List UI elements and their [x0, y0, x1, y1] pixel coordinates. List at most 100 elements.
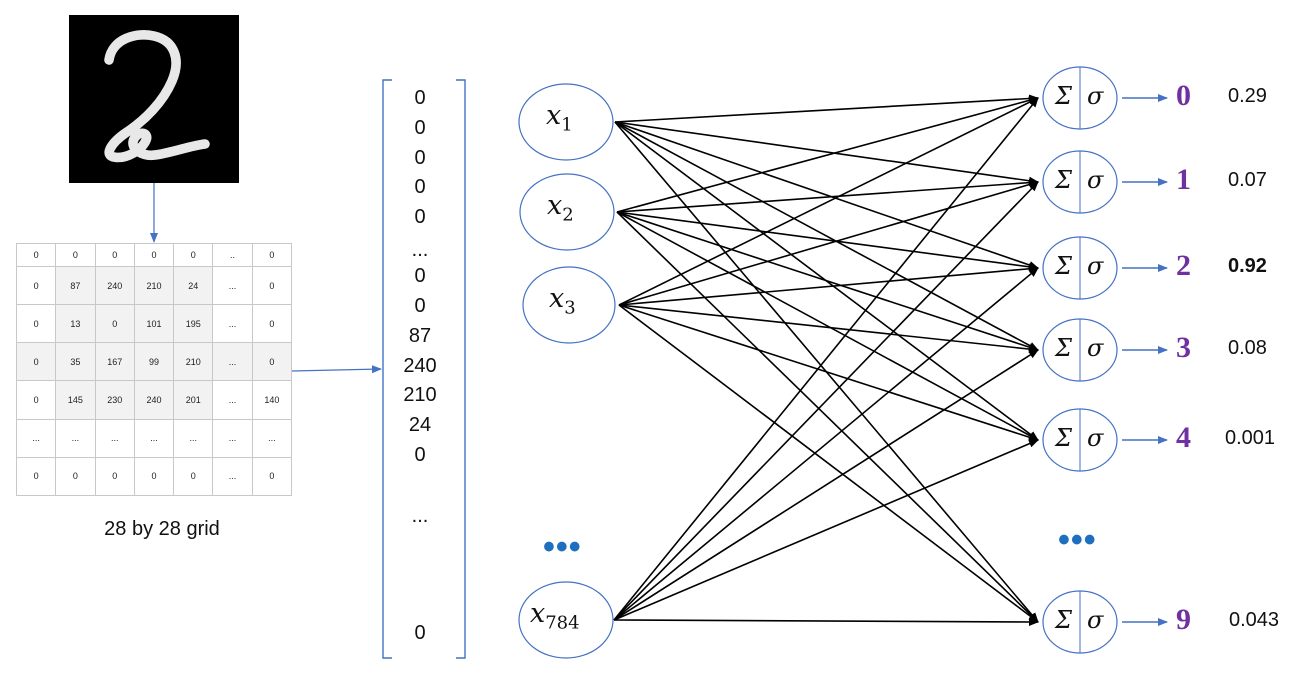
vector-entry: 0	[414, 147, 426, 169]
weight-edge	[616, 211, 1039, 441]
summation-symbol: Σ	[1055, 252, 1072, 280]
vector-entry: 0	[414, 206, 426, 228]
grid-cell: 13	[55, 304, 96, 344]
vector-entry: ...	[411, 239, 429, 261]
input-neuron	[518, 83, 614, 161]
input-neuron	[519, 173, 615, 251]
grid-cell: ...	[212, 418, 253, 458]
input-variable: x	[530, 598, 546, 629]
class-label: 0	[1176, 79, 1191, 112]
grid-cell: 195	[173, 304, 214, 344]
grid-cell: 140	[251, 380, 293, 420]
grid-cell: 0	[15, 243, 57, 267]
weight-edge	[613, 97, 1039, 621]
weight-edge	[614, 94, 1039, 123]
vector-left-bracket	[382, 79, 392, 659]
weight-edge	[613, 617, 1039, 626]
vector-entry: 87	[408, 325, 432, 347]
output-ellipsis: •••	[1058, 521, 1097, 559]
input-variable: x	[546, 100, 562, 131]
probability-value: 0.07	[1228, 169, 1267, 191]
class-label: 4	[1176, 421, 1191, 454]
grid-cell: ...	[212, 265, 253, 306]
probability-value: 0.043	[1229, 609, 1280, 631]
vector-entry: 0	[414, 295, 426, 317]
class-label: 2	[1176, 249, 1191, 282]
summation-symbol: Σ	[1055, 82, 1072, 110]
weight-edge	[618, 304, 1039, 623]
probability-value: 0.001	[1225, 427, 1276, 449]
input-index: 784	[545, 612, 580, 634]
vector-entry: ...	[411, 505, 429, 527]
grid-cell: 0	[251, 342, 293, 382]
sigmoid-symbol: σ	[1087, 166, 1104, 194]
grid-cell: 240	[94, 265, 135, 306]
grid-cell: ..	[212, 243, 253, 267]
vector-entry: 0	[414, 444, 426, 466]
grid-cell: 230	[94, 380, 135, 420]
summation-symbol: Σ	[1055, 166, 1072, 194]
sigmoid-symbol: σ	[1087, 606, 1104, 634]
sigmoid-symbol: σ	[1087, 82, 1104, 110]
digit-image	[69, 15, 239, 183]
weight-edge	[618, 180, 1039, 306]
weight-edge	[616, 178, 1039, 213]
grid-cell: ...	[133, 418, 175, 458]
grid-cell: 24	[173, 265, 214, 306]
weight-edge	[616, 211, 1039, 271]
grid-cell: 240	[133, 380, 175, 420]
grid-cell: 0	[251, 304, 293, 344]
vector-entry: 0	[414, 87, 426, 109]
vector-right-bracket	[456, 79, 466, 659]
grid-cell: 0	[15, 304, 57, 344]
weight-edge	[614, 121, 1039, 269]
grid-cell: 145	[55, 380, 96, 420]
probability-value: 0.29	[1228, 85, 1267, 107]
vector-entry: 0	[414, 117, 426, 139]
weight-edge	[614, 121, 1039, 351]
input-ellipsis: •••	[543, 528, 582, 566]
weight-edge	[616, 96, 1039, 213]
grid-cell: ...	[15, 418, 57, 458]
summation-symbol: Σ	[1055, 424, 1072, 452]
input-index: 1	[561, 114, 573, 136]
sigmoid-symbol: σ	[1087, 252, 1104, 280]
weight-edge	[618, 304, 1039, 442]
grid-cell: 0	[251, 456, 293, 497]
grid-cell: 101	[133, 304, 175, 344]
vector-entry: 0	[414, 265, 426, 287]
vector-entry: 210	[403, 384, 437, 406]
digit-pixels	[70, 15, 238, 183]
grid-cell: 210	[173, 342, 214, 382]
summation-symbol: Σ	[1055, 606, 1072, 634]
weight-edge	[613, 349, 1039, 621]
weight-edge	[618, 97, 1039, 306]
sigmoid-symbol: σ	[1087, 424, 1104, 452]
probability-value: 0.92	[1228, 255, 1267, 277]
vector-entry: 240	[403, 355, 437, 377]
input-variable: x	[547, 190, 563, 221]
class-label: 1	[1176, 163, 1191, 196]
input-neuron-label: x784	[530, 598, 580, 633]
input-index: 3	[564, 297, 576, 319]
probability-value: 0.08	[1228, 337, 1267, 359]
vector-entry: 24	[408, 414, 432, 436]
grid-cell: ...	[212, 456, 253, 497]
weight-edge	[613, 181, 1039, 621]
grid-cell: 167	[94, 342, 135, 382]
grid-caption: 28 by 28 grid	[104, 518, 220, 540]
grid-cell: 0	[173, 456, 214, 497]
input-neuron	[522, 266, 616, 344]
grid-cell: ...	[94, 418, 135, 458]
weight-edge	[616, 211, 1039, 351]
input-index: 2	[562, 204, 574, 226]
weight-edge	[613, 267, 1039, 621]
grid-to-vector-arrow	[291, 365, 382, 374]
weight-edge	[614, 121, 1039, 185]
input-neuron-label: x1	[546, 100, 573, 135]
sigmoid-symbol: σ	[1087, 334, 1104, 362]
